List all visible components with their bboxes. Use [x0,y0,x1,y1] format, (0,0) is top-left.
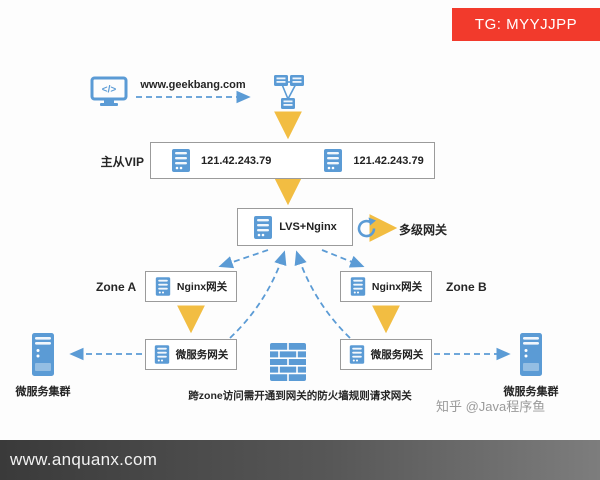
code-monitor-icon: </> [90,76,128,108]
zone-b-label: Zone B [446,280,487,294]
lvs-nginx-box: LVS+Nginx [237,208,353,246]
nginx-gateway-b-label: Nginx网关 [371,281,423,293]
server-icon [323,148,343,173]
zone-a-label: Zone A [96,280,137,294]
vip-label: 主从VIP [100,155,144,169]
watermark: 知乎 @Java程序鱼 [436,399,546,414]
network-cluster-icon [266,72,310,114]
server-icon [155,276,171,297]
cluster-left-label: 微服务集群 [15,386,71,398]
server-icon [171,148,191,173]
geekbang-url-label: www.geekbang.com [140,79,246,91]
cluster-right-label: 微服务集群 [503,386,559,398]
nginx-gateway-a-label: Nginx网关 [176,281,228,293]
arrow-micro-a-to-lvs [229,250,287,339]
firewall-caption: 跨zone访问需开通到网关的防火墙规则请求网关 [188,390,412,402]
micro-gateway-b-box: 微服务网关 [340,339,432,370]
footer-bar: www.anquanx.com [0,440,600,480]
server-icon [350,276,366,297]
vip-ip-left: 121.42.243.79 [201,154,272,167]
micro-gateway-a-label: 微服务网关 [175,349,229,361]
lvs-nginx-label: LVS+Nginx [279,221,337,233]
tg-banner-text: TG: MYYJJPP [474,16,578,33]
svg-text:</>: </> [102,85,117,96]
arrow-lvs-to-zone-b [321,249,365,268]
nginx-gateway-b-box: Nginx网关 [340,271,432,302]
nginx-gateway-a-box: Nginx网关 [145,271,237,302]
arrow-micro-b-to-lvs [294,250,351,339]
refresh-arrow-icon [353,215,380,242]
vip-box: 121.42.243.79 121.42.243.79 [150,142,435,179]
footer-url: www.anquanx.com [10,450,158,469]
server-tower-icon [30,332,56,377]
tg-banner: TG: MYYJJPP [452,8,600,41]
multi-gateway-label: 多级网关 [399,223,448,237]
arrow-lvs-to-zone-a [218,249,269,269]
server-tower-icon [518,332,544,377]
micro-gateway-a-box: 微服务网关 [145,339,237,370]
firewall-icon [269,342,307,382]
micro-gateway-b-label: 微服务网关 [370,349,424,361]
vip-ip-right: 121.42.243.79 [353,154,424,167]
server-icon [253,215,273,240]
server-icon [349,344,365,365]
server-icon [154,344,170,365]
